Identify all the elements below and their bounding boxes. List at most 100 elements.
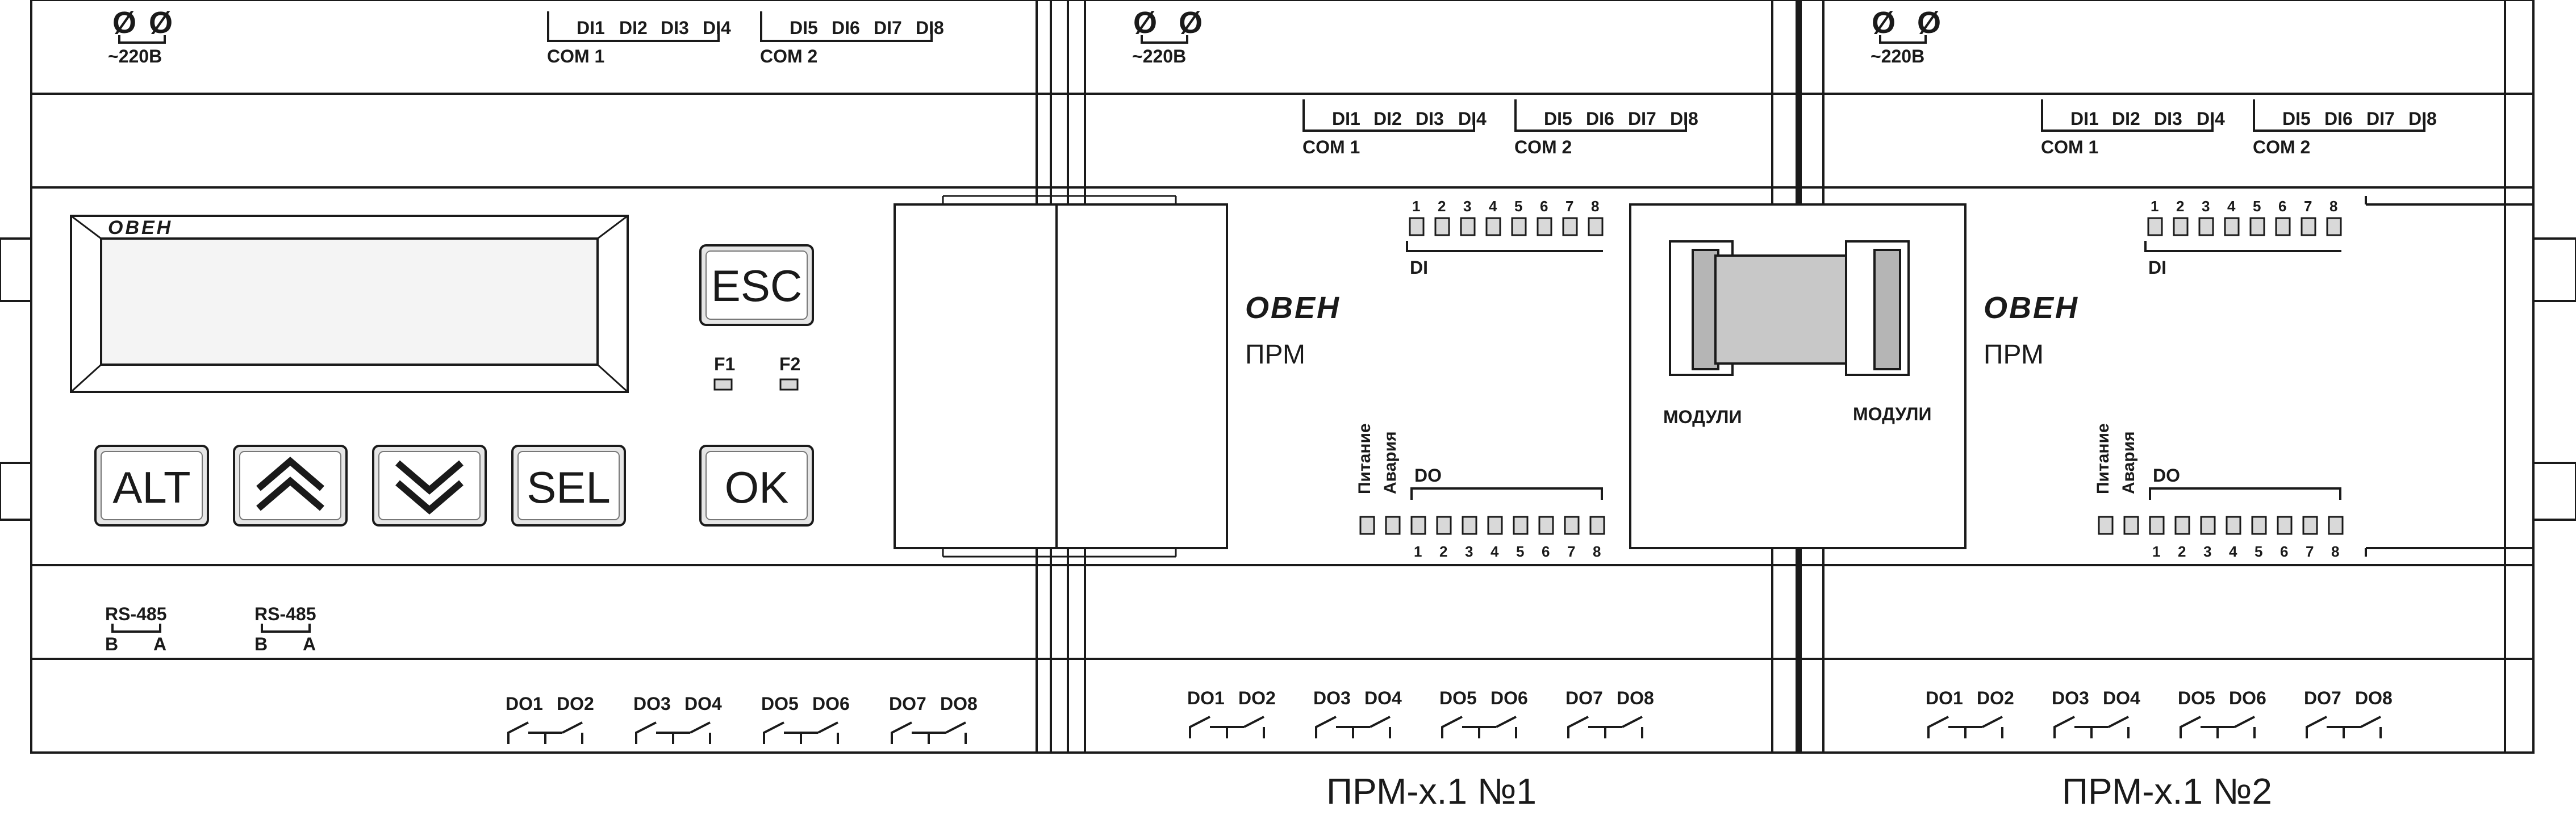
- esc-button[interactable]: ESC: [699, 244, 814, 326]
- svg-text:B: B: [254, 634, 268, 654]
- svg-text:Авария: Авария: [1381, 431, 1400, 494]
- svg-text:Ø: Ø: [1872, 6, 1896, 40]
- svg-text:A: A: [303, 634, 316, 654]
- di-led-number: 4: [1489, 198, 1497, 215]
- power-symbol-1: Ø: [112, 6, 136, 40]
- module2-logo: ОВЕН ПРМ: [1984, 291, 2077, 370]
- di-led-number: 3: [2202, 198, 2210, 215]
- do-led: [2226, 516, 2241, 535]
- di-led: [1562, 217, 1578, 236]
- do-terminal-label: DO3: [1313, 688, 1351, 708]
- di-led: [1588, 217, 1604, 236]
- do-terminal-label: DO3: [633, 694, 671, 714]
- svg-text:DI3: DI3: [661, 18, 689, 38]
- svg-text:COM 2: COM 2: [760, 46, 817, 66]
- esc-button-label: ESC: [711, 261, 802, 311]
- module2-side-panel: [2365, 196, 2533, 557]
- do-led-number: 1: [2152, 543, 2160, 560]
- relay-contact-icon: [635, 721, 711, 744]
- do-led-number: 6: [1542, 543, 1550, 560]
- relay-contact-icon: [1927, 716, 2003, 738]
- do-terminal-label: DO2: [1977, 688, 2014, 708]
- svg-text:DI4: DI4: [703, 18, 731, 38]
- svg-text:~220В: ~220В: [1871, 46, 1924, 66]
- di-led: [2301, 217, 2316, 236]
- di-led-number: 1: [2151, 198, 2159, 215]
- module1-power-terminal: Ø Ø ~220В: [1132, 6, 1203, 66]
- di-led: [1537, 217, 1552, 236]
- svg-text:~220В: ~220В: [1132, 46, 1186, 66]
- power-symbol-2: Ø: [149, 6, 173, 40]
- caption-module2: ПРМ-х.1 №2: [2062, 771, 2272, 812]
- ok-button-label: OK: [725, 462, 789, 512]
- do-terminal-label: DO1: [1926, 688, 1963, 708]
- di-led: [2224, 217, 2240, 236]
- di-led: [2147, 217, 2163, 236]
- relay-contact-icon: [763, 721, 839, 744]
- svg-text:COM 1: COM 1: [1302, 137, 1360, 157]
- svg-text:ОВЕН: ОВЕН: [1245, 291, 1341, 325]
- di-led: [2173, 217, 2189, 236]
- do-led: [2277, 516, 2293, 535]
- do-led: [2251, 516, 2267, 535]
- module1-name: ПРМ: [1245, 340, 1305, 370]
- svg-text:F1: F1: [714, 354, 735, 374]
- expansion-cover: [894, 195, 1228, 558]
- do-terminal-label: DO2: [1238, 688, 1276, 708]
- up-button[interactable]: [233, 445, 348, 527]
- do-led: [1564, 516, 1580, 535]
- do-terminal-label: DO4: [684, 694, 722, 714]
- svg-text:Ø: Ø: [1179, 6, 1203, 40]
- module2-status-leds: Питание Авария: [2094, 423, 2138, 494]
- svg-text:DI6: DI6: [832, 18, 860, 38]
- do-led: [1538, 516, 1554, 535]
- relay-contact-icon: [2306, 716, 2382, 738]
- relay-contact-icon: [2180, 716, 2256, 738]
- do-terminal-label: DO5: [2178, 688, 2215, 708]
- di-led: [1434, 217, 1450, 236]
- do-led: [2328, 516, 2344, 535]
- module2-power-terminal: Ø Ø ~220В: [1871, 6, 1941, 66]
- svg-text:Ø: Ø: [1133, 6, 1157, 40]
- di-led-number: 1: [1412, 198, 1420, 215]
- module2-di-terminals: DI1 DI2 DI3 DI4 COM 1 DI5 DI6 DI7 DI8 CO…: [2041, 99, 2437, 157]
- down-button[interactable]: [372, 445, 487, 527]
- svg-text:A: A: [153, 634, 166, 654]
- relay-contact-icon: [1441, 716, 1517, 738]
- do-led-number: 6: [2280, 543, 2288, 560]
- di-led-number: 4: [2227, 198, 2236, 215]
- di-led: [2198, 217, 2214, 236]
- relay-contact-icon: [507, 721, 583, 744]
- alarm-led: [1385, 516, 1401, 535]
- modules-connector: МОДУЛИ МОДУЛИ: [1629, 203, 1967, 549]
- relay-contact-icon: [1567, 716, 1643, 738]
- di-led: [1409, 217, 1425, 236]
- svg-text:Питание: Питание: [1355, 423, 1374, 494]
- di-led-number: 6: [1540, 198, 1548, 215]
- svg-text:DI5: DI5: [790, 18, 818, 38]
- svg-text:Авария: Авария: [2119, 431, 2138, 494]
- do-terminal-label: DO1: [506, 694, 543, 714]
- ok-button[interactable]: OK: [699, 445, 814, 527]
- do-led: [1436, 516, 1452, 535]
- sel-button[interactable]: SEL: [511, 445, 626, 527]
- svg-text:DI7: DI7: [1628, 108, 1656, 129]
- svg-text:DI2: DI2: [619, 18, 648, 38]
- do-led: [2174, 516, 2190, 535]
- di-led: [2249, 217, 2265, 236]
- do-terminal-label: DO6: [2229, 688, 2266, 708]
- relay-contact-icon: [2053, 716, 2130, 738]
- svg-text:DI8: DI8: [916, 18, 944, 38]
- sel-button-label: SEL: [527, 462, 610, 512]
- svg-text:Ø: Ø: [1917, 6, 1941, 40]
- svg-text:RS-485: RS-485: [105, 604, 167, 624]
- alt-button[interactable]: ALT: [94, 445, 209, 527]
- do-led-number: 3: [2203, 543, 2211, 560]
- do-terminal-label: DO7: [2304, 688, 2341, 708]
